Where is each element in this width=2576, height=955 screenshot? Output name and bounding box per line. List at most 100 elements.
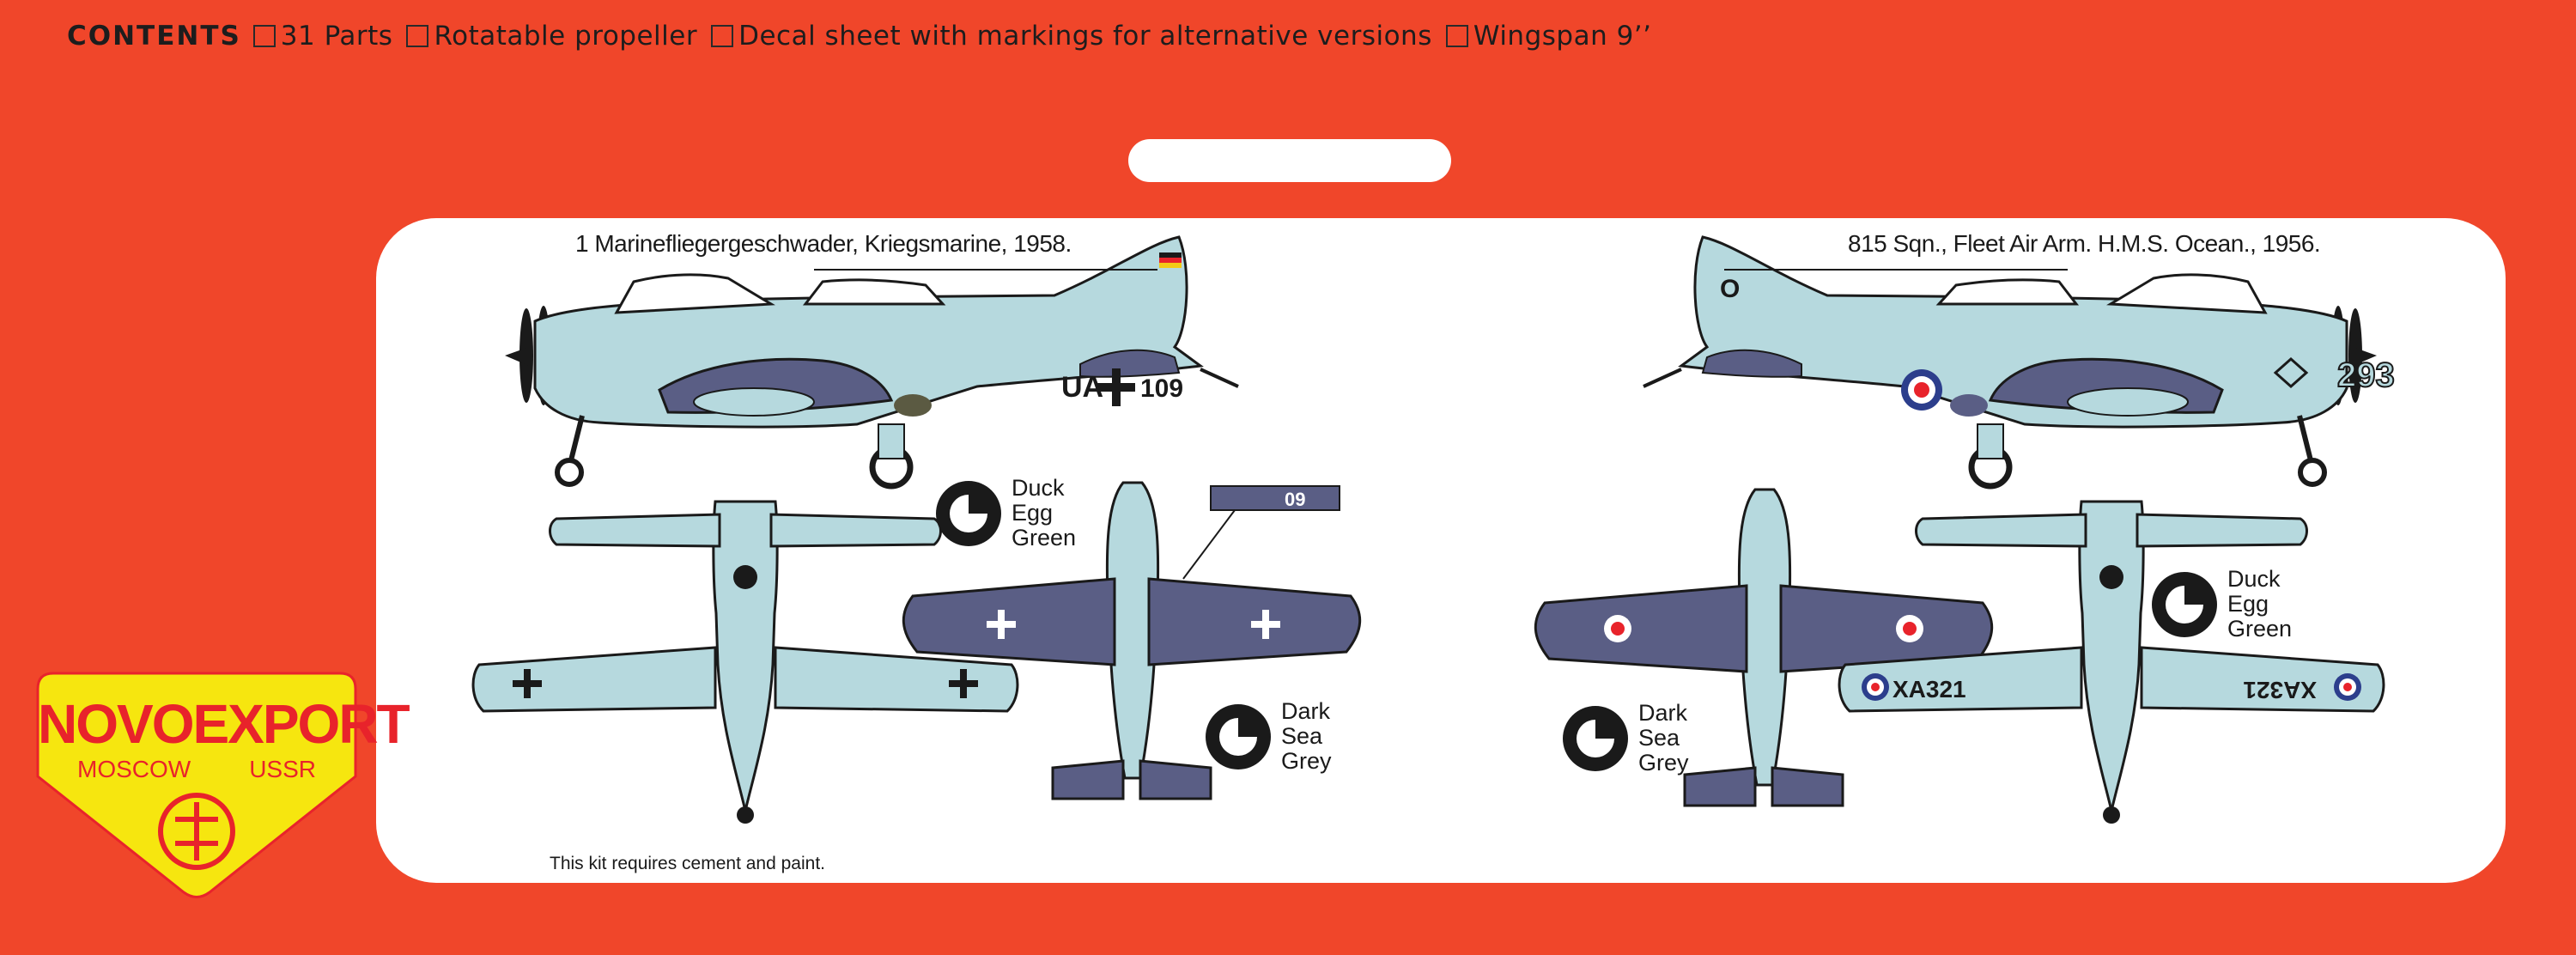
- canopy-rear-shape: [1935, 278, 2080, 306]
- raf-roundel-icon: [1604, 615, 1631, 642]
- logo-badge-shape: [36, 672, 357, 898]
- aircraft-number-left: 109: [1140, 374, 1183, 403]
- color-word: Green: [2227, 616, 2293, 642]
- color-word: Sea: [1638, 725, 1680, 751]
- diamond-marking-icon: [2273, 356, 2309, 389]
- gear-door-icon: [878, 423, 905, 459]
- left-profile-aircraft: [505, 235, 1239, 490]
- logo-emblem-mark: [175, 802, 218, 861]
- underwing-cross-icon: [1251, 610, 1280, 639]
- logo-emblem-icon: [158, 793, 235, 870]
- raf-roundel-icon: [1896, 615, 1923, 642]
- tailplane-underside-left: [1683, 766, 1757, 807]
- color-word: Dark: [1281, 698, 1331, 724]
- tailplane-underside-left: [1051, 759, 1125, 800]
- contents-bar: CONTENTS 31 Parts Rotatable propeller De…: [67, 21, 1666, 52]
- caption-right: 815 Sqn., Fleet Air Arm. H.M.S. Ocean., …: [1848, 230, 2321, 257]
- novoexport-logo: NOVOEXPORT MOSCOW USSR: [36, 672, 410, 898]
- fuselage-top-shape: [2078, 500, 2145, 812]
- side-profile-left: UA 109: [505, 235, 1239, 490]
- color-word: Green: [1012, 525, 1077, 550]
- top-view-left-light: [471, 500, 1019, 824]
- fin-letter-right: O: [1720, 275, 1740, 303]
- checkbox-icon: [406, 25, 429, 47]
- side-profile-right: 293 O: [1643, 235, 2396, 490]
- checkbox-icon: [711, 25, 734, 47]
- color-callout-duck-egg-right: Duck Egg Green: [2150, 567, 2292, 642]
- aircraft-number-right: 293: [2337, 356, 2395, 394]
- exhaust-icon: [894, 394, 932, 417]
- raf-roundel-icon: [1901, 369, 1942, 411]
- turret-icon: [2099, 565, 2123, 589]
- flag-stripe-gold: [1159, 263, 1182, 268]
- color-word: Egg: [1012, 500, 1054, 526]
- flag-stripe-black: [1159, 252, 1182, 258]
- wing-left-shape: [1838, 646, 2083, 713]
- canopy-shape: [614, 273, 775, 314]
- color-word: Duck: [2227, 566, 2281, 592]
- wing-right-shape: [2140, 646, 2385, 713]
- color-callout-dark-sea-right: Dark Sea Grey: [1561, 701, 1689, 776]
- exhaust-icon: [1950, 394, 1988, 417]
- tail-tag-code: 09: [1285, 489, 1305, 510]
- color-word: Dark: [1638, 700, 1688, 726]
- bottom-view-left-dark: 09: [902, 481, 1362, 800]
- logo-title: NOVOEXPORT: [38, 693, 410, 755]
- canopy-shape: [2106, 273, 2268, 314]
- wing-left-underside-shape: [1534, 584, 1748, 673]
- raf-roundel-icon: [2334, 673, 2361, 701]
- contents-heading: CONTENTS: [67, 21, 241, 52]
- tailplane-left-shape: [549, 513, 721, 548]
- contents-item-propeller: Rotatable propeller: [406, 21, 697, 52]
- kit-note: This kit requires cement and paint.: [550, 854, 825, 873]
- wing-cross-icon: [513, 669, 542, 698]
- nose-wheel-icon: [2298, 458, 2327, 487]
- canopy-rear-shape: [802, 278, 946, 306]
- color-callout-duck-egg-left: Duck Egg Green: [934, 476, 1076, 550]
- underwing-cross-icon: [987, 610, 1016, 639]
- gear-door-icon: [1977, 423, 2004, 459]
- nose-wheel-icon: [555, 458, 584, 487]
- contents-item-wingspan: Wingspan 9’’: [1445, 21, 1652, 52]
- color-callout-dark-sea-left: Dark Sea Grey: [1204, 699, 1332, 774]
- paint-swatch-icon: [1206, 703, 1271, 769]
- caption-left: 1 Marinefliegergeschwader, Kriegsmarine,…: [575, 230, 1072, 257]
- spinner-top-icon: [2103, 806, 2120, 824]
- color-word: Sea: [1281, 723, 1323, 749]
- tailplane-underside-right: [1139, 759, 1212, 800]
- logo-city: MOSCOW: [77, 756, 191, 782]
- tailplane-right-shape: [2136, 513, 2308, 548]
- tail-hook-icon: [1643, 368, 1682, 388]
- tailplane-shape: [1079, 349, 1181, 378]
- checkbox-icon: [252, 25, 276, 47]
- serial-right-wing: XA321: [2243, 677, 2317, 703]
- spinner-icon: [505, 347, 529, 366]
- turret-icon: [733, 565, 757, 589]
- wing-root-shape: [693, 387, 815, 417]
- serial-left-wing: XA321: [1893, 676, 1966, 703]
- tail-hook-icon: [1200, 368, 1239, 388]
- wing-left-shape: [471, 646, 717, 713]
- hang-hole: [1128, 139, 1451, 182]
- color-word: Grey: [1638, 750, 1689, 776]
- contents-item-parts: 31 Parts: [252, 21, 393, 52]
- contents-item-decals: Decal sheet with markings for alternativ…: [711, 21, 1432, 52]
- logo-country: USSR: [249, 756, 316, 782]
- color-word: Grey: [1281, 748, 1332, 774]
- wing-right-shape: [774, 646, 1019, 713]
- wing-root-shape: [2067, 387, 2189, 417]
- tail-tag-plate: [1210, 485, 1340, 511]
- tailplane-left-shape: [1915, 513, 2087, 548]
- color-word: Egg: [2227, 591, 2269, 617]
- wing-cross-icon: [949, 669, 978, 698]
- leader-line: [1182, 509, 1236, 580]
- raf-roundel-icon: [1862, 673, 1889, 701]
- flag-stripe-red: [1159, 258, 1182, 263]
- color-word: Duck: [1012, 475, 1065, 501]
- checkbox-icon: [1445, 25, 1468, 47]
- paint-swatch-icon: [2152, 571, 2217, 637]
- bottom-view-right-dark: [1534, 488, 1994, 807]
- aircraft-code-left: UA: [1061, 371, 1103, 404]
- paint-swatch-icon: [936, 480, 1001, 546]
- top-view-right-light: XA321 XA321: [1838, 500, 2385, 824]
